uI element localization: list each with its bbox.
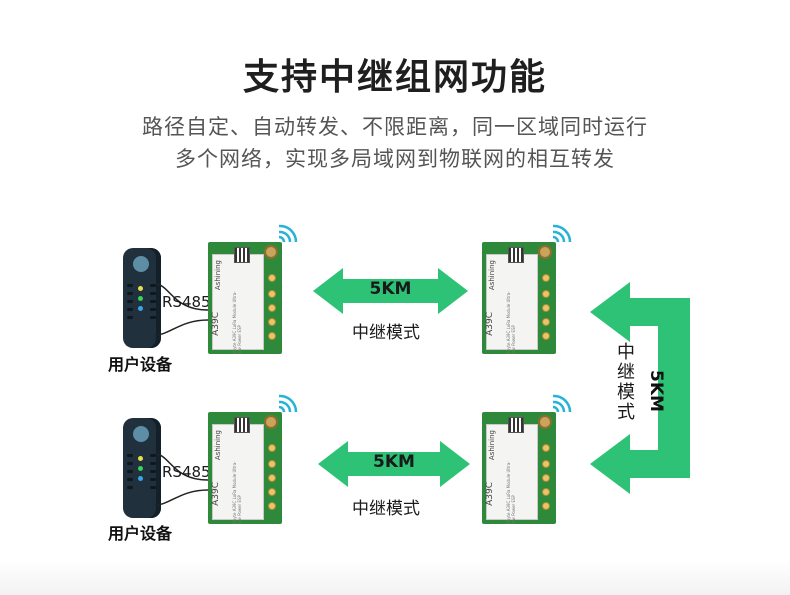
link-mode: 中继模式: [352, 499, 420, 519]
qr-code: [234, 247, 250, 263]
lora-module: Ashining Ebyte A39C LoRa Module Ultra-lo…: [208, 242, 282, 354]
module-model: A39C: [211, 312, 221, 336]
vertical-link-distance: 5KM: [646, 370, 666, 412]
sensor-cap: [133, 256, 149, 272]
user-device-label: 用户设备: [108, 355, 173, 374]
led-green: [138, 296, 143, 301]
antenna-connector: [538, 415, 552, 429]
module-model: A39C: [485, 482, 495, 506]
antenna-connector: [264, 245, 278, 259]
wifi-icon: [278, 224, 298, 243]
link-distance: 5KM: [373, 452, 415, 472]
module-brand: Ashining: [488, 260, 496, 291]
lora-module: Ashining Ebyte A39C LoRa Module Ultra-lo…: [208, 412, 282, 524]
lora-module: Ashining Ebyte A39C LoRa Module Ultra-lo…: [482, 242, 556, 354]
module-brand: Ashining: [214, 430, 222, 461]
qr-code: [234, 417, 250, 433]
rs485-cable: [154, 283, 209, 336]
led-blue: [138, 476, 143, 481]
rs485-cable: [154, 453, 209, 506]
user-device: [123, 248, 161, 348]
vertical-link-mode: 中继模式: [614, 342, 635, 422]
link-mode: 中继模式: [352, 323, 420, 343]
rs485-label: RS485: [162, 293, 211, 311]
link-distance: 5KM: [369, 279, 412, 299]
antenna-connector: [264, 415, 278, 429]
led-blue: [138, 306, 143, 311]
wifi-icon: [278, 394, 298, 413]
subtitle-line-1: 路径自定、自动转发、不限距离，同一区域同时运行: [142, 115, 648, 139]
qr-code: [508, 417, 524, 433]
antenna-connector: [538, 245, 552, 259]
module-model: A39C: [485, 312, 495, 336]
led-yellow: [138, 286, 143, 291]
led-green: [138, 466, 143, 471]
module-brand: Ashining: [214, 260, 222, 291]
subtitle-line-2: 多个网络，实现多局域网到物联网的相互转发: [175, 147, 615, 171]
module-brand: Ashining: [488, 430, 496, 461]
sensor-cap: [133, 426, 149, 442]
footer-band: [0, 560, 790, 595]
page-title: 支持中继组网功能: [242, 57, 547, 98]
relay-arrow: [318, 441, 470, 487]
vertical-relay-arrow: [590, 282, 690, 494]
relay-arrow: [313, 268, 468, 314]
user-device: [123, 418, 161, 518]
led-yellow: [138, 456, 143, 461]
wifi-icon: [552, 394, 572, 413]
lora-module: Ashining Ebyte A39C LoRa Module Ultra-lo…: [482, 412, 556, 524]
module-model: A39C: [211, 482, 221, 506]
rs485-label: RS485: [162, 463, 211, 481]
wifi-icon: [552, 224, 572, 243]
user-device-label: 用户设备: [108, 524, 173, 543]
qr-code: [508, 247, 524, 263]
